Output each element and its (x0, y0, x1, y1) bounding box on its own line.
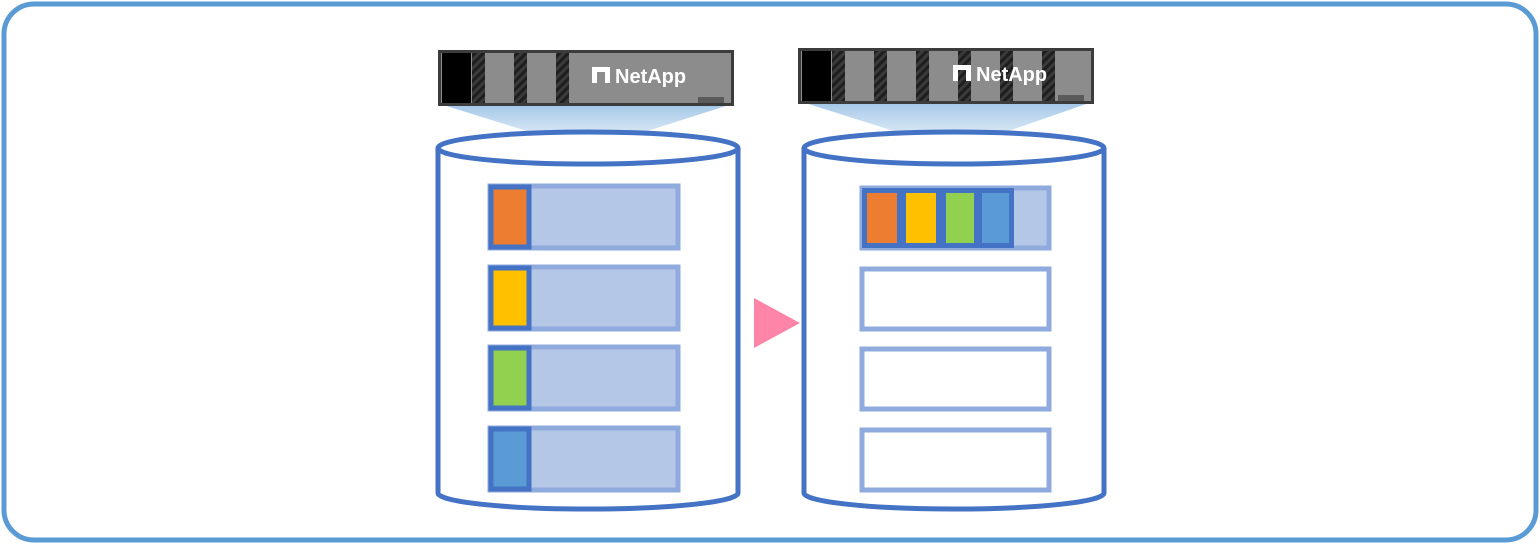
data-chunk-green (488, 345, 532, 411)
light-beam-after (802, 102, 1092, 150)
storage-controller-before: NetApp (438, 50, 734, 106)
data-block-after-3-empty (859, 346, 1052, 412)
netapp-logo-icon (953, 65, 971, 81)
netapp-logo-icon (592, 67, 610, 83)
data-block-after-4-empty (859, 427, 1052, 493)
data-chunk-orange (867, 193, 897, 243)
data-chunk-yellow (906, 193, 936, 243)
data-block-before-2 (487, 264, 681, 332)
storage-controller-after: NetApp (798, 48, 1094, 104)
data-block-before-3 (487, 344, 681, 412)
data-chunk-blue (982, 193, 1009, 243)
storage-after-group: NetApp (798, 48, 1107, 512)
data-block-before-1 (487, 183, 681, 251)
netapp-logo-text: NetApp (976, 64, 1047, 86)
light-beam-before (440, 104, 732, 150)
storage-before-group: NetApp (435, 50, 741, 512)
transition-arrow-icon (754, 298, 800, 348)
data-block-after-2-empty (859, 266, 1052, 332)
data-chunk-orange (488, 184, 532, 250)
data-block-before-4 (487, 425, 681, 493)
data-block-after-1 (859, 185, 1052, 251)
data-chunk-blue (488, 426, 532, 492)
data-chunk-green (946, 193, 974, 243)
netapp-logo-text: NetApp (615, 66, 686, 88)
data-chunk-yellow (488, 265, 532, 331)
